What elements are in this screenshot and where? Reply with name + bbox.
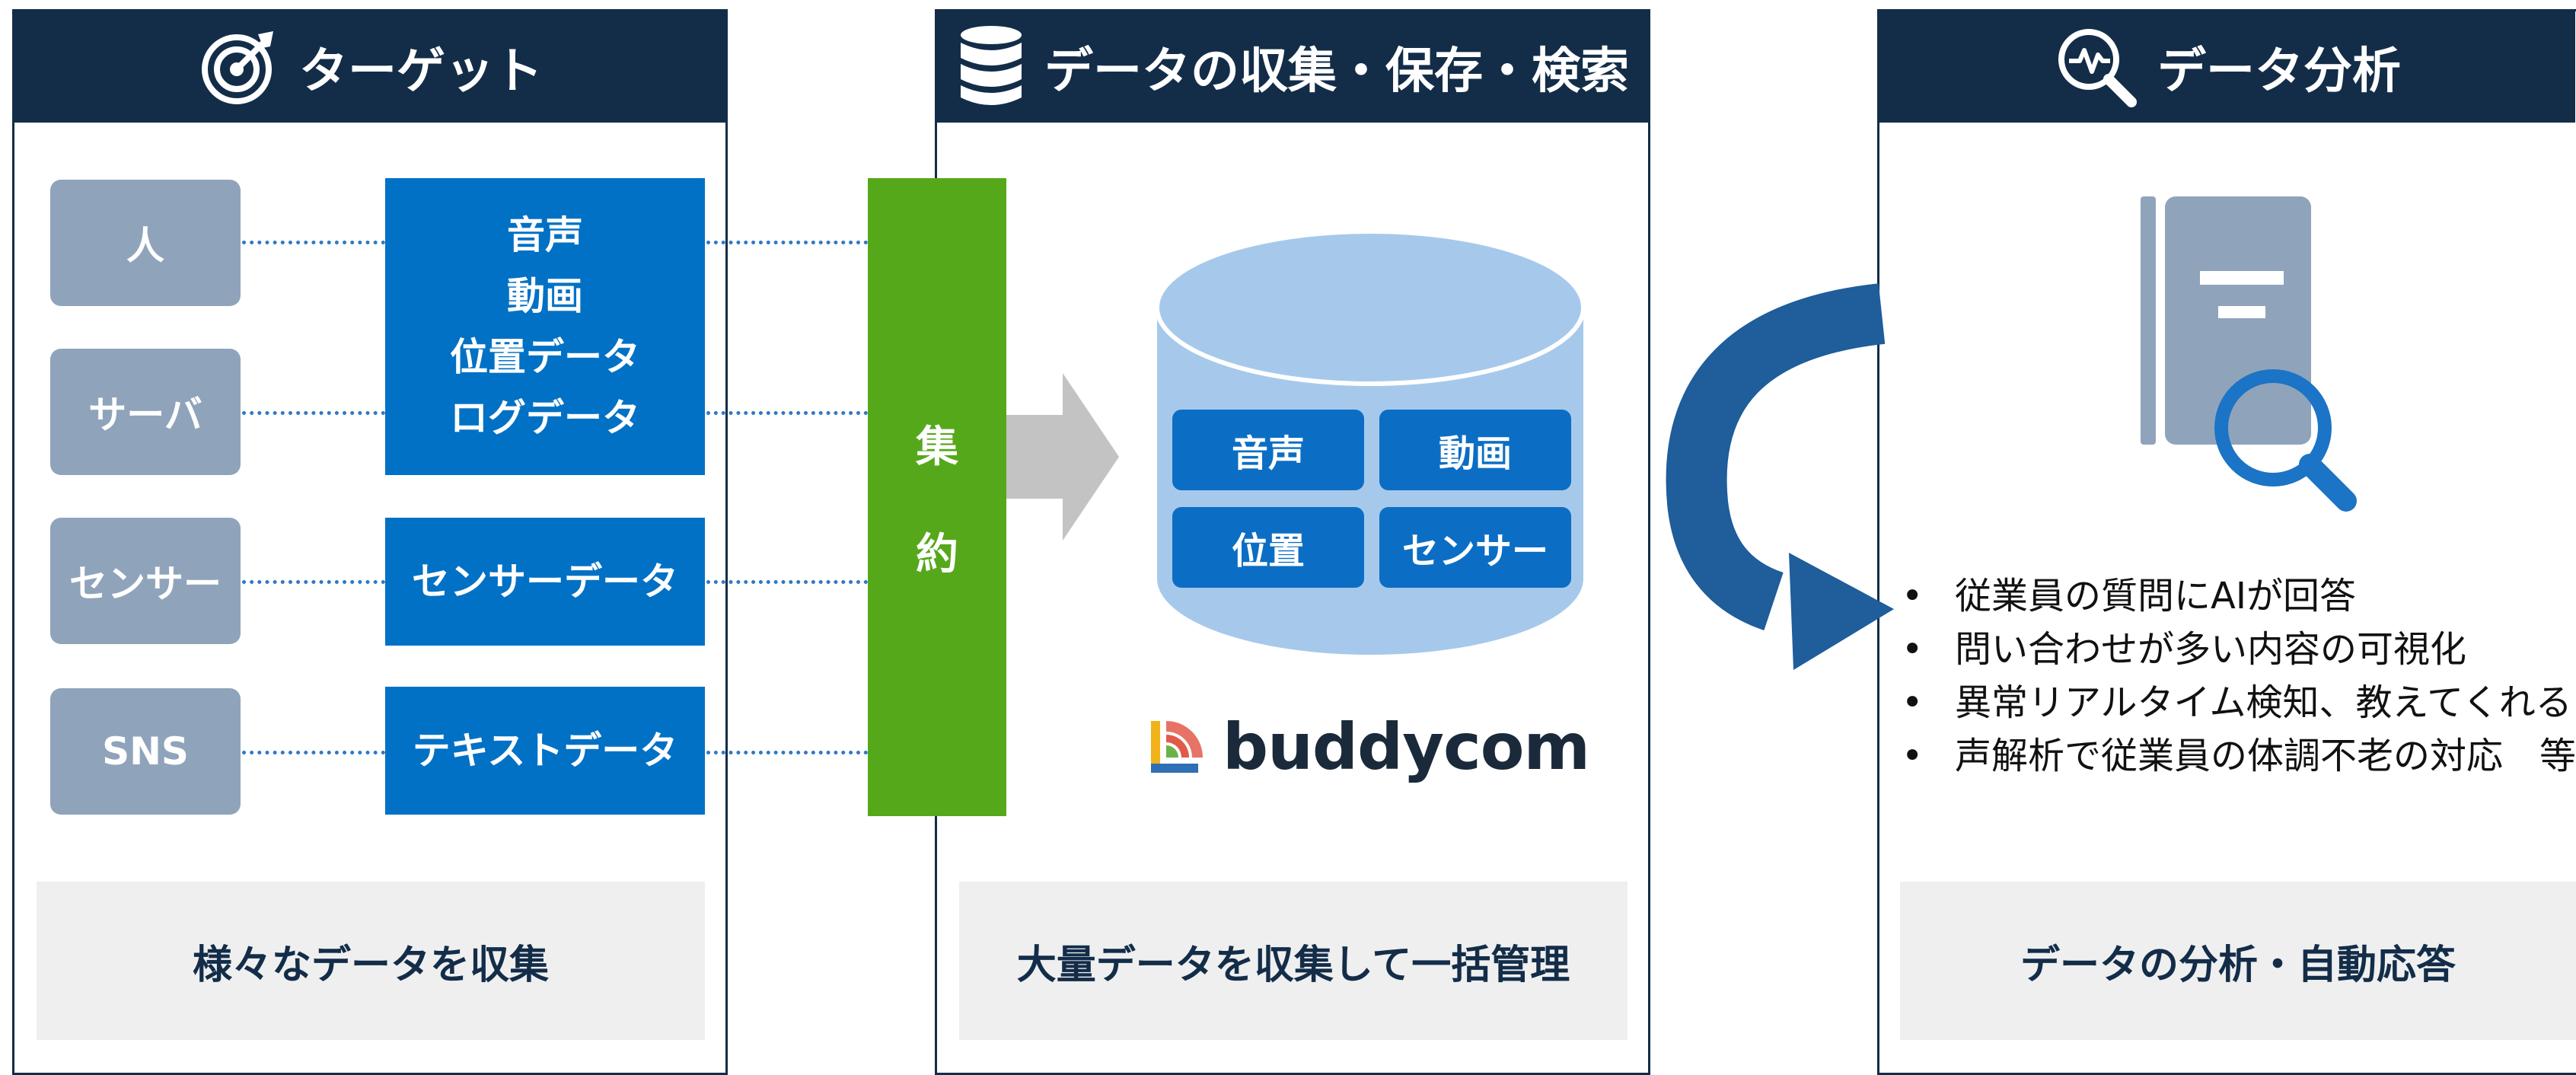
data-type-sensor: センサーデータ — [385, 518, 705, 646]
data-types-group: 音声 動画 位置データ ログデータ — [385, 178, 705, 475]
aggregate-label-2: 約 — [916, 530, 958, 579]
connector-line — [242, 241, 385, 244]
analysis-bullet-list: 従業員の質問にAIが回答 問い合わせが多い内容の可視化 異常リアルタイム検知、教… — [1895, 569, 2576, 783]
source-sns: SNS — [50, 688, 241, 815]
storage-panel-header: データの収集・保存・検索 — [937, 11, 1648, 123]
buddycom-wordmark: buddycom — [1223, 710, 1590, 784]
flow-arrow-gray — [1006, 373, 1119, 541]
flow-arrow-curved — [1666, 283, 1894, 670]
target-panel-title: ターゲット — [299, 43, 543, 100]
connector-line — [242, 411, 385, 415]
connector-line — [706, 241, 868, 244]
connector-line — [706, 580, 868, 584]
storage-footer: 大量データを収集して一括管理 — [959, 882, 1628, 1040]
connector-line — [706, 411, 868, 415]
data-type-audio: 音声 — [507, 213, 583, 257]
source-sensor: センサー — [50, 518, 241, 644]
db-chip-location: 位置 — [1172, 507, 1364, 588]
data-type-video: 動画 — [507, 274, 583, 318]
analysis-panel-title: データ分析 — [2157, 43, 2401, 100]
db-chip-audio: 音声 — [1172, 410, 1364, 490]
analysis-bullet: 従業員の質問にAIが回答 — [1895, 569, 2576, 623]
buddycom-logo: buddycom — [1148, 705, 1620, 789]
connector-line — [706, 751, 868, 754]
source-person: 人 — [50, 180, 241, 306]
analysis-footer: データの分析・自動応答 — [1900, 882, 2576, 1040]
database-icon — [961, 26, 1022, 105]
aggregate-bar: 集 約 — [868, 178, 1006, 816]
connector-line — [242, 580, 385, 584]
data-type-text: テキストデータ — [385, 687, 705, 815]
db-chip-sensor: センサー — [1379, 507, 1571, 588]
analysis-bullet: 異常リアルタイム検知、教えてくれる — [1895, 676, 2576, 729]
analytics-magnifier-icon — [2058, 29, 2137, 107]
target-panel-header: ターゲット — [14, 11, 725, 123]
target-icon — [202, 31, 273, 104]
target-footer: 様々なデータを収集 — [37, 882, 705, 1040]
buddycom-logo-icon — [1151, 721, 1203, 773]
connector-line — [242, 751, 385, 754]
data-type-log: ログデータ — [450, 396, 640, 440]
data-type-location: 位置データ — [450, 335, 640, 379]
aggregate-label-1: 集 — [916, 423, 958, 472]
analysis-bullet: 声解析で従業員の体調不老の対応 等 — [1895, 729, 2576, 783]
document-search-icon — [2141, 196, 2357, 512]
db-chip-video: 動画 — [1379, 410, 1571, 490]
analysis-panel-header: データ分析 — [1879, 11, 2575, 123]
source-server: サーバ — [50, 349, 241, 475]
analysis-bullet: 問い合わせが多い内容の可視化 — [1895, 623, 2576, 676]
storage-panel-title: データの収集・保存・検索 — [1044, 43, 1629, 100]
